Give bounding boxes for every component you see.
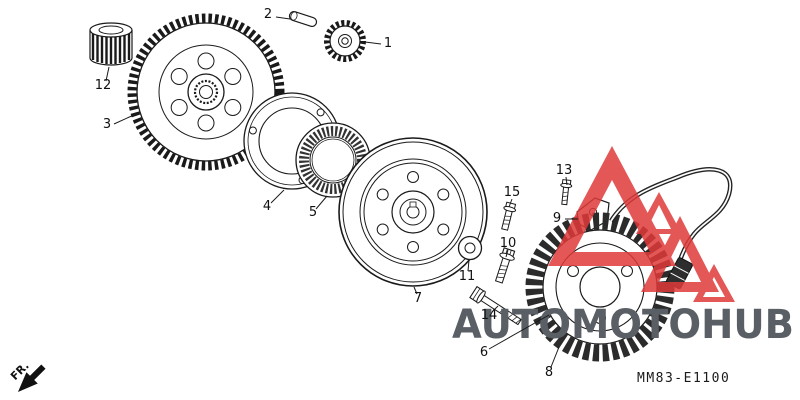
leader-lines <box>105 16 578 368</box>
callout-11: 11 <box>459 269 476 284</box>
callout-4: 4 <box>263 199 271 214</box>
callout-7: 7 <box>414 291 422 306</box>
fr-direction-arrow: FR. <box>8 359 46 393</box>
callout-15: 15 <box>504 185 521 200</box>
logo-triangle-medium <box>641 216 719 292</box>
callout-2: 2 <box>264 7 272 22</box>
leader-line-8 <box>550 346 560 368</box>
spline-bore <box>193 79 219 105</box>
leader-line-2 <box>275 16 291 20</box>
bearing-rollers <box>91 33 131 64</box>
logo-triangle-large <box>548 146 676 266</box>
callout-5: 5 <box>309 205 317 220</box>
keyway <box>409 201 417 208</box>
part-flywheel-rotor <box>338 137 488 287</box>
part-washer <box>457 235 483 261</box>
callout-13: 13 <box>556 163 573 178</box>
logo-triangle-small-top <box>636 192 682 234</box>
leader-line-13 <box>565 176 568 186</box>
callout-9: 9 <box>553 211 561 226</box>
leader-line-7 <box>413 286 418 295</box>
callout-1: 1 <box>384 36 392 51</box>
leader-line-4 <box>270 189 285 204</box>
leader-line-12 <box>105 66 110 82</box>
leader-line-15 <box>508 198 513 208</box>
callout-12: 12 <box>95 78 112 93</box>
gear-teeth <box>324 20 366 62</box>
callout-10: 10 <box>500 236 517 251</box>
leader-line-5 <box>315 195 328 210</box>
leader-line-1 <box>364 41 382 45</box>
part-dowel-pin <box>288 10 318 28</box>
part-needle-bearing <box>89 22 133 66</box>
leader-line-6 <box>488 314 550 350</box>
callout-6: 6 <box>480 345 488 360</box>
watermark-logo-triangles <box>548 146 735 302</box>
part-bolt-15 <box>501 201 517 231</box>
part-bolt-10 <box>494 247 516 284</box>
part-large-gear <box>127 13 285 171</box>
part-small-gear <box>324 20 366 62</box>
callout-14: 14 <box>481 308 498 323</box>
leader-line-3 <box>113 113 137 125</box>
part-bolt-14 <box>469 285 522 326</box>
fr-arrow-shape <box>17 364 46 393</box>
callout-8: 8 <box>545 365 553 380</box>
part-bolt-13 <box>560 179 573 206</box>
diagram-part-code: MM83-E1100 <box>637 371 730 386</box>
watermark-text: AUTOMOTOHUB <box>452 302 794 348</box>
leader-line-11 <box>467 259 470 272</box>
logo-triangle-small-bottom <box>693 264 735 302</box>
leader-line-14 <box>491 305 499 313</box>
leader-line-10 <box>505 249 509 258</box>
gear-teeth <box>127 13 285 171</box>
callout-3: 3 <box>103 117 111 132</box>
